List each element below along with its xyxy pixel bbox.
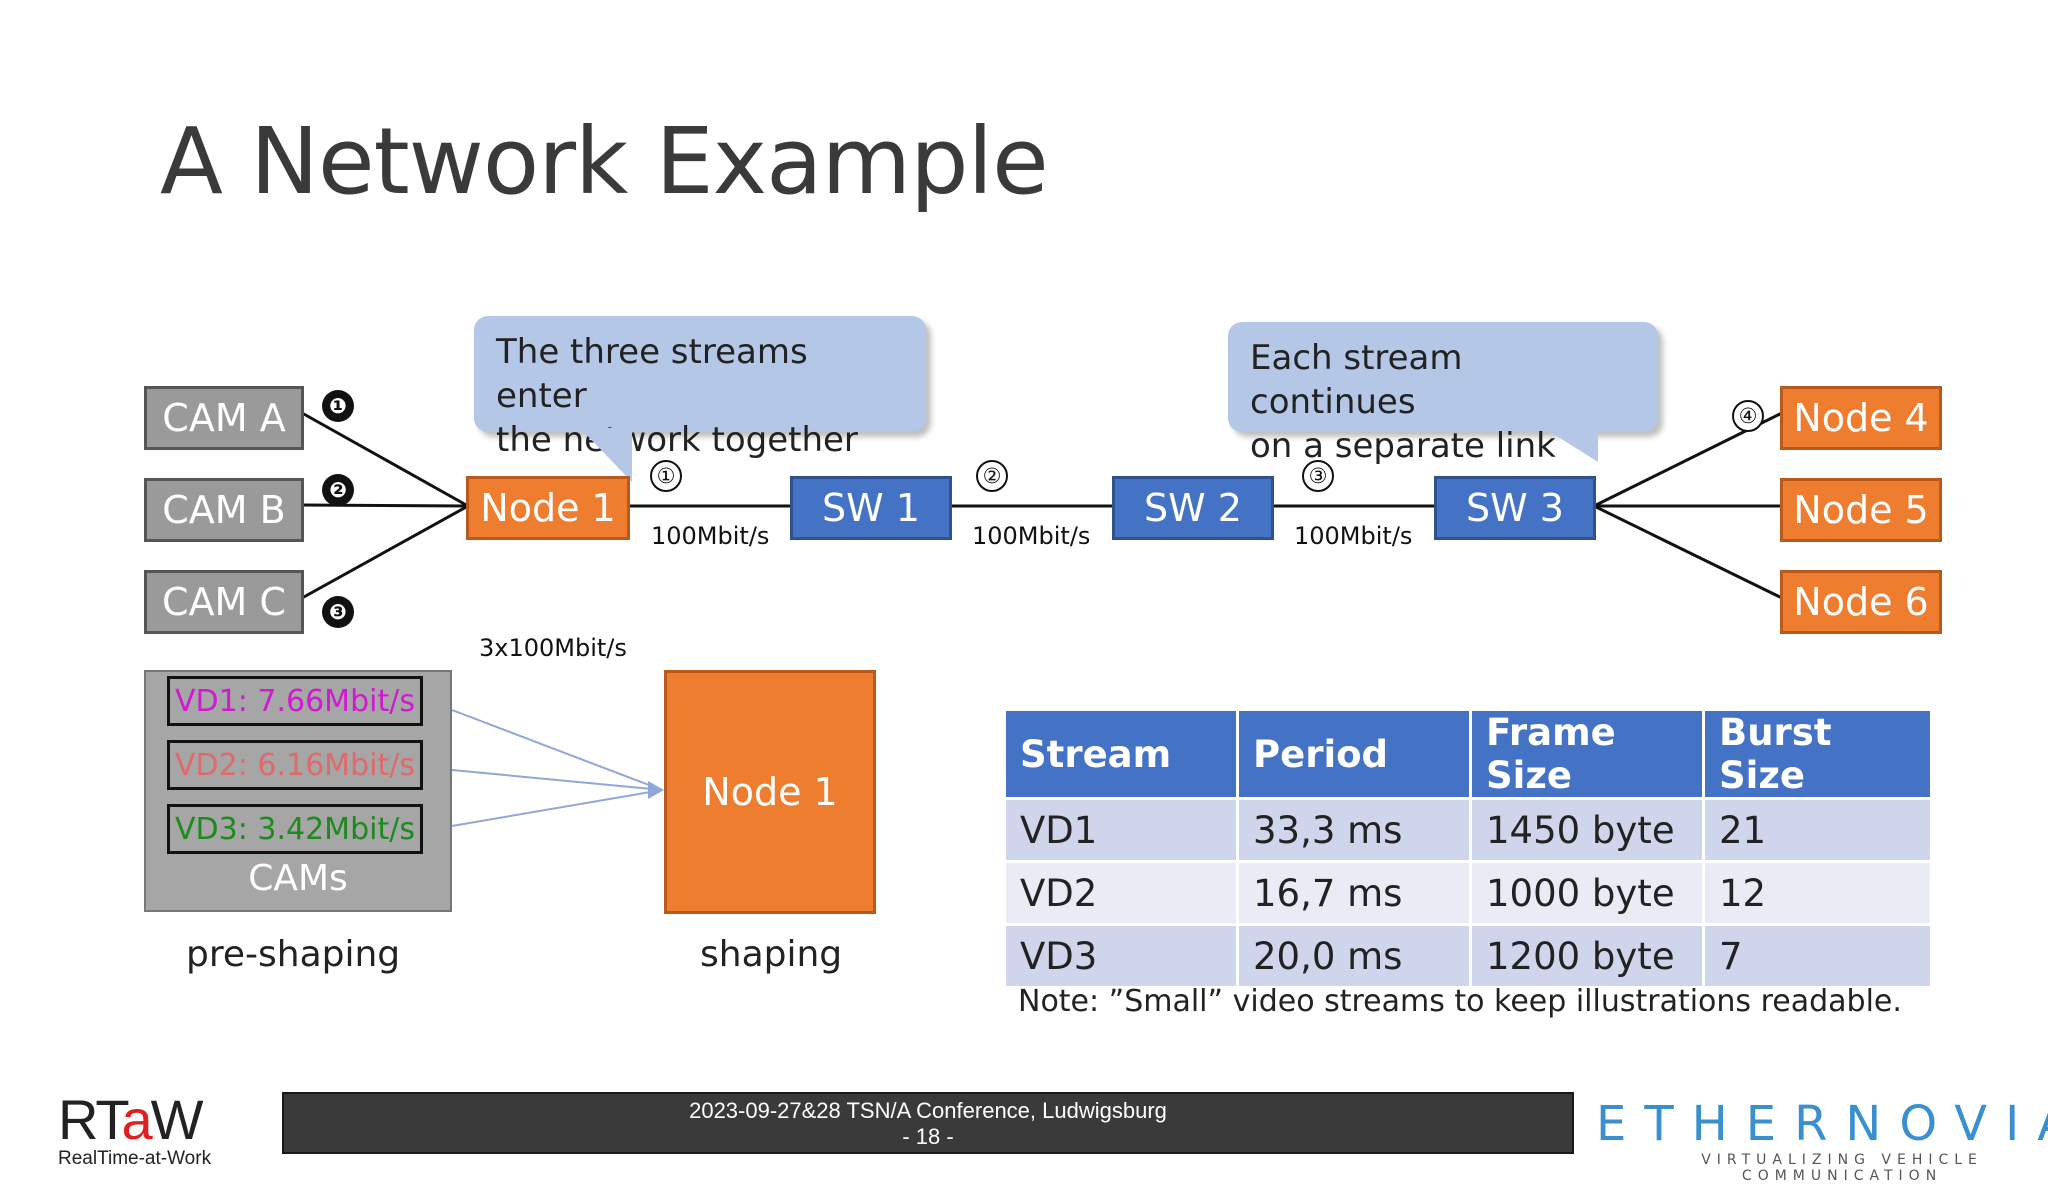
callout-enter-line1: The three streams enter [496, 332, 808, 416]
marker-link-3: ③ [1302, 460, 1334, 492]
marker-cam-b: ❷ [322, 474, 354, 506]
rate-node1-sw1: 100Mbit/s [651, 522, 770, 550]
stream-vd3: VD3: 3.42Mbit/s [167, 804, 423, 854]
stream-table: Stream Period Frame Size Burst Size VD1 … [1003, 708, 1933, 989]
cell-period: 33,3 ms [1236, 797, 1472, 863]
stream-vd1: VD1: 7.66Mbit/s [167, 676, 423, 726]
cell-stream: VD2 [1003, 860, 1239, 926]
node-1: Node 1 [466, 476, 630, 540]
marker-link-2: ② [976, 460, 1008, 492]
cell-frame-size: 1450 byte [1469, 797, 1705, 863]
link-cam-a-node1 [301, 411, 469, 508]
rtaw-wordmark: RTaW [58, 1088, 203, 1151]
link-sw3-node6 [1593, 504, 1783, 600]
cell-frame-size: 1200 byte [1469, 923, 1705, 989]
callout-enter: The three streams enter the network toge… [474, 316, 926, 460]
node-4: Node 4 [1780, 386, 1942, 450]
marker-cam-c: ❸ [322, 596, 354, 628]
header-stream: Stream [1003, 708, 1239, 800]
marker-cam-a: ❶ [322, 390, 354, 422]
rate-sw2-sw3: 100Mbit/s [1294, 522, 1413, 550]
stream-vd2: VD2: 6.16Mbit/s [167, 740, 423, 790]
table-header-row: Stream Period Frame Size Burst Size [1003, 708, 1933, 800]
cell-stream: VD3 [1003, 923, 1239, 989]
cell-stream: VD1 [1003, 797, 1239, 863]
cam-b: CAM B [144, 478, 304, 542]
shaping-node: Node 1 [664, 670, 876, 914]
switch-2: SW 2 [1112, 476, 1274, 540]
cell-frame-size: 1000 byte [1469, 860, 1705, 926]
callout-continue: Each stream continues on a separate link [1228, 322, 1658, 466]
marker-link-4: ④ [1732, 400, 1764, 432]
switch-1: SW 1 [790, 476, 952, 540]
callout-continue-line1: Each stream continues [1250, 338, 1463, 422]
cams-group-label: CAMs [248, 858, 348, 899]
shaping-arrow-vd3 [451, 789, 663, 827]
link-cam-c-node1 [301, 504, 469, 600]
cell-burst-size: 12 [1702, 860, 1933, 926]
marker-link-1: ① [650, 460, 682, 492]
callout-enter-line2: the network together [496, 420, 858, 460]
cell-period: 20,0 ms [1236, 923, 1472, 989]
footer-page-number: - 18 - [902, 1124, 954, 1149]
cell-period: 16,7 ms [1236, 860, 1472, 926]
pre-shaping-caption: pre-shaping [186, 934, 401, 975]
link-cam-b-node1 [301, 503, 469, 508]
rtaw-logo: RTaW RealTime-at-Work [58, 1092, 211, 1170]
callout-continue-tail [1544, 428, 1598, 462]
callout-continue-line2: on a separate link [1250, 426, 1556, 466]
cam-a: CAM A [144, 386, 304, 450]
page-title: A Network Example [160, 108, 1049, 215]
footer-conference: 2023-09-27&28 TSN/A Conference, Ludwigsb… [689, 1098, 1167, 1123]
cell-burst-size: 21 [1702, 797, 1933, 863]
shaping-arrowhead [648, 781, 664, 799]
table-row: VD2 16,7 ms 1000 byte 12 [1003, 860, 1933, 926]
node-5: Node 5 [1780, 478, 1942, 542]
table-row: VD3 20,0 ms 1200 byte 7 [1003, 923, 1933, 989]
ethernovia-wordmark: ETHERNOVIA [1596, 1096, 2048, 1152]
header-burst-size: Burst Size [1702, 708, 1933, 800]
header-frame-size: Frame Size [1469, 708, 1705, 800]
rate-sw1-sw2: 100Mbit/s [972, 522, 1091, 550]
table-row: VD1 33,3 ms 1450 byte 21 [1003, 797, 1933, 863]
shaping-arrow-vd1 [451, 709, 663, 791]
cams-group [144, 670, 452, 912]
cell-burst-size: 7 [1702, 923, 1933, 989]
callout-enter-tail [580, 428, 632, 482]
rtaw-tagline: RealTime-at-Work [58, 1148, 212, 1169]
table-note: Note: ”Small” video streams to keep illu… [1018, 984, 1902, 1019]
ethernovia-tagline: VIRTUALIZING VEHICLE COMMUNICATION [1701, 1152, 1983, 1184]
ethernovia-logo: ETHERNOVIA VIRTUALIZING VEHICLE COMMUNIC… [1596, 1096, 2048, 1184]
node-6: Node 6 [1780, 570, 1942, 634]
footer-bar: 2023-09-27&28 TSN/A Conference, Ludwigsb… [282, 1092, 1574, 1154]
switch-3: SW 3 [1434, 476, 1596, 540]
shaping-arrow-vd2 [451, 769, 663, 791]
header-period: Period [1236, 708, 1472, 800]
shaping-caption: shaping [700, 934, 843, 975]
rate-input: 3x100Mbit/s [479, 634, 627, 662]
cam-c: CAM C [144, 570, 304, 634]
